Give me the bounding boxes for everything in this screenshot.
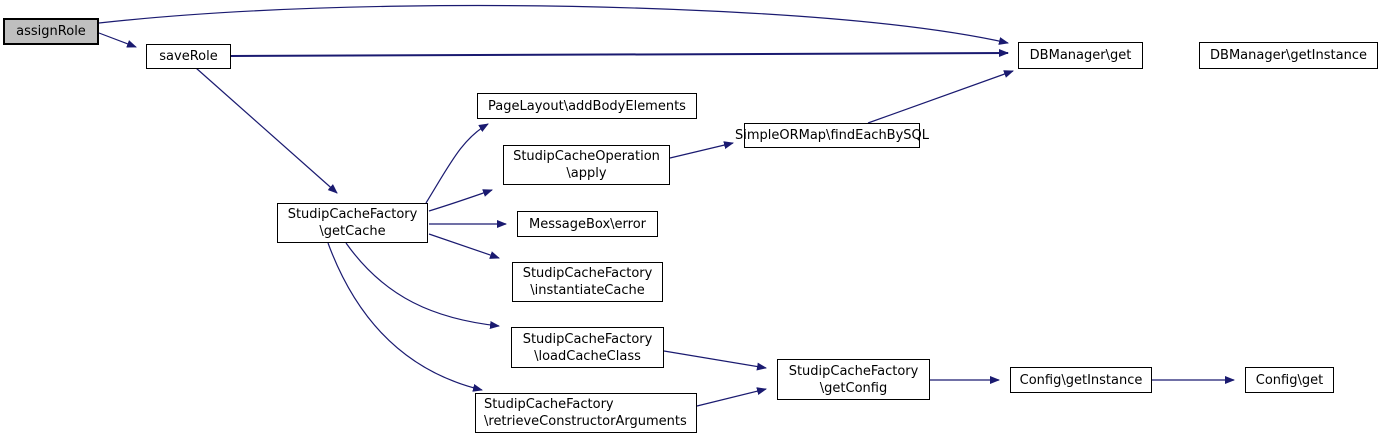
node-config-get-label: Config\get — [1255, 372, 1324, 388]
edge-retrieveconstructorarguments-getconfig — [696, 387, 767, 407]
node-assignrole: assignRole — [3, 18, 99, 45]
node-getconfig-line2: \getConfig — [819, 380, 888, 396]
node-studipcachefactory-loadcacheclass[interactable]: StudipCacheFactory \loadCacheClass — [511, 327, 664, 368]
node-simpleormap-findeachbysql[interactable]: SimpleORMap\findEachBySQL — [735, 123, 929, 148]
node-assignrole-label: assignRole — [16, 24, 86, 39]
node-getconfig-line1: StudipCacheFactory — [788, 363, 919, 379]
node-apply-line1: StudipCacheOperation — [513, 149, 660, 164]
node-dbmanager-getinstance[interactable]: DBManager\getInstance — [1199, 42, 1378, 69]
node-studipcachefactory-getconfig[interactable]: StudipCacheFactory \getConfig — [777, 359, 930, 400]
node-pagelayout-addbodyelements-label: PageLayout\addBodyElements — [488, 98, 686, 114]
edge-apply-findeachbysql — [669, 141, 734, 159]
node-getcache-line1: StudipCacheFactory — [287, 207, 418, 222]
edge-saverole-getcache — [195, 67, 338, 194]
node-studipcachefactory-getcache[interactable]: StudipCacheFactory \getCache — [277, 203, 428, 243]
node-config-getinstance-label: Config\getInstance — [1019, 372, 1143, 388]
node-messagebox-error[interactable]: MessageBox\error — [517, 211, 658, 237]
edge-assignrole-saverole — [98, 32, 137, 48]
node-pagelayout-addbodyelements[interactable]: PageLayout\addBodyElements — [477, 93, 697, 119]
node-instantiatecache-line2: \instantiateCache — [530, 283, 645, 298]
node-config-get[interactable]: Config\get — [1245, 367, 1334, 393]
node-saverole-label: saveRole — [159, 49, 218, 64]
node-studipcachefactory-retrieveconstructorarguments[interactable]: StudipCacheFactory \retrieveConstructorA… — [475, 393, 697, 433]
node-retrieveconstructorarguments-line2: \retrieveConstructorArguments — [484, 414, 687, 429]
node-loadcacheclass-line2: \loadCacheClass — [534, 348, 641, 364]
edge-assignrole-dbmanager-get — [98, 4, 1009, 45]
edge-getcache-retrieveconstructorarguments — [327, 242, 483, 392]
node-simpleormap-findeachbysql-label: SimpleORMap\findEachBySQL — [734, 128, 930, 143]
edge-loadcacheclass-getconfig — [663, 350, 767, 371]
edge-findeachbysql-dbmanager-get — [867, 70, 1014, 124]
node-dbmanager-get-label: DBManager\get — [1029, 48, 1132, 63]
node-dbmanager-getinstance-label: DBManager\getInstance — [1210, 48, 1367, 63]
node-dbmanager-get[interactable]: DBManager\get — [1018, 42, 1143, 69]
node-loadcacheclass-line1: StudipCacheFactory — [522, 331, 653, 347]
edge-getcache-instantiatecache — [428, 233, 500, 259]
edge-getcache-addbodyelements — [425, 123, 489, 204]
node-studipcacheoperation-apply[interactable]: StudipCacheOperation \apply — [503, 145, 670, 185]
node-messagebox-error-label: MessageBox\error — [529, 216, 646, 232]
node-studipcachefactory-instantiatecache[interactable]: StudipCacheFactory \instantiateCache — [512, 262, 663, 302]
edge-getcache-apply — [428, 189, 493, 212]
edge-saverole-dbmanager-get — [230, 49, 1009, 58]
node-retrieveconstructorarguments-line1: StudipCacheFactory — [484, 397, 614, 412]
node-config-getinstance[interactable]: Config\getInstance — [1010, 367, 1152, 393]
node-saverole[interactable]: saveRole — [146, 44, 231, 69]
edge-getcache-loadcacheclass — [345, 242, 500, 329]
node-apply-line2: \apply — [566, 166, 607, 181]
node-getcache-line2: \getCache — [319, 224, 386, 239]
node-instantiatecache-line1: StudipCacheFactory — [522, 266, 653, 281]
